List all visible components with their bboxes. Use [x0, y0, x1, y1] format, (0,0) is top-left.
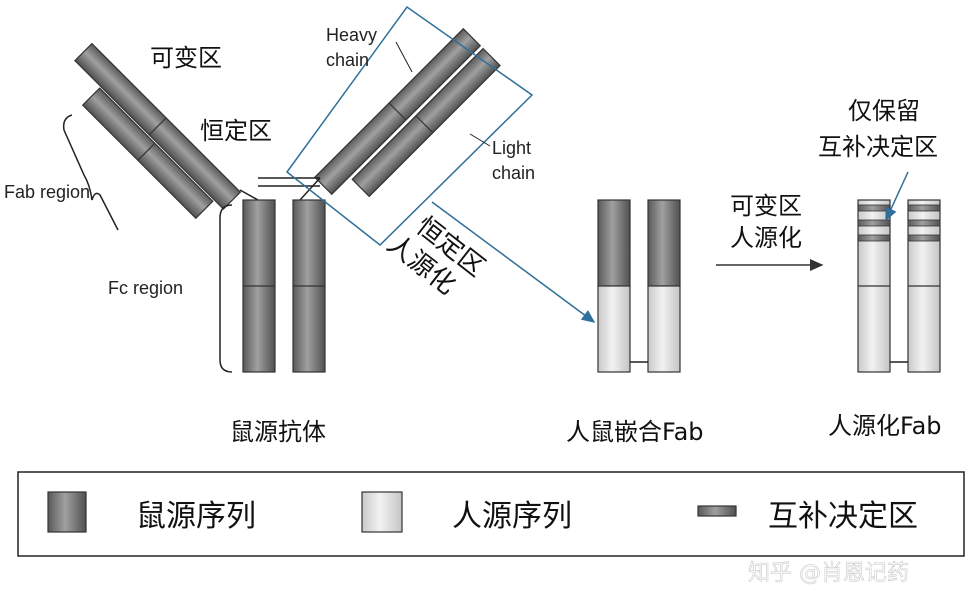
heavy-chain-label-1: Heavy	[326, 25, 377, 45]
mouse-antibody: 可变区 恒定区 Heavy chain Light chain Fab regi…	[4, 5, 535, 446]
chimeric-fab: 人鼠嵌合Fab	[566, 199, 704, 446]
legend-cdr-swatch	[697, 505, 737, 517]
legend-mouse-label: 鼠源序列	[136, 499, 256, 534]
hinge-right	[299, 177, 321, 201]
cdr-band	[857, 219, 891, 227]
chimeric-right-constant	[647, 285, 681, 373]
legend-mouse-swatch	[47, 491, 87, 533]
legend-human-swatch	[361, 491, 403, 533]
cdr-band	[907, 234, 941, 242]
fc-bracket	[219, 204, 233, 373]
cdr-band	[907, 204, 941, 212]
humanized-note-line1: 仅保留	[848, 97, 920, 125]
step2-label-line2: 人源化	[730, 224, 802, 252]
fc-region-label: Fc region	[108, 278, 183, 298]
humanized-caption: 人源化Fab	[828, 412, 942, 440]
legend-human-label: 人源序列	[452, 499, 572, 534]
cdr-pointer-arrow	[885, 171, 909, 222]
cdr-band	[857, 204, 891, 212]
step1-arrow	[431, 201, 596, 323]
legend: 鼠源序列 人源序列 互补决定区	[17, 471, 965, 557]
constant-region-label: 恒定区	[200, 117, 272, 145]
variable-region-label: 可变区	[150, 44, 222, 72]
legend-cdr-label: 互补决定区	[768, 499, 918, 534]
light-chain-label-2: chain	[492, 163, 535, 183]
fab-highlight-frame	[285, 5, 534, 246]
cdr-band	[907, 219, 941, 227]
chimeric-right-variable	[647, 199, 681, 287]
fab-bracket	[62, 114, 119, 231]
heavy-chain-leader	[395, 41, 413, 73]
mouse-antibody-caption: 鼠源抗体	[230, 418, 326, 446]
light-chain-label-1: Light	[492, 138, 531, 158]
cdr-band	[857, 234, 891, 242]
right-fab-arm	[313, 27, 501, 198]
heavy-chain-label-2: chain	[326, 50, 369, 70]
chimeric-caption: 人鼠嵌合Fab	[566, 418, 704, 446]
light-chain-leader	[469, 133, 491, 147]
chimeric-left-variable	[597, 199, 631, 287]
fab-region-label: Fab region	[4, 182, 90, 202]
step2-label-line1: 可变区	[730, 192, 802, 220]
hinge-left	[239, 189, 259, 201]
legend-box	[17, 471, 965, 557]
left-fab-arm	[74, 42, 242, 220]
humanized-note-line2: 互补决定区	[818, 133, 938, 161]
watermark: 知乎 @肖恩记药	[748, 561, 909, 586]
chimeric-left-constant	[597, 285, 631, 373]
step1-label: 恒定区 人源化	[381, 211, 490, 300]
humanized-fab: 仅保留 互补决定区 人源化Fab	[818, 97, 942, 440]
